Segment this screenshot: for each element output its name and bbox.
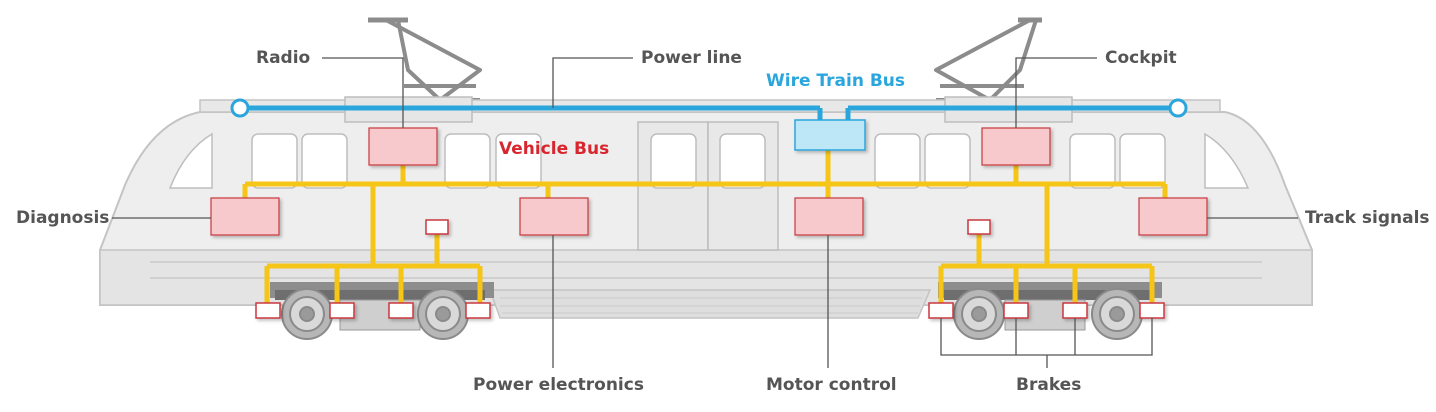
brake-unit <box>329 302 355 319</box>
radio-label: Radio <box>256 48 311 68</box>
power-electronics-label: Power electronics <box>473 375 644 395</box>
wire-train-bus <box>230 98 1188 122</box>
power-electronics-unit <box>519 197 589 236</box>
callout-lines <box>112 57 1298 368</box>
wire-train-bus-label: Wire Train Bus <box>766 71 906 91</box>
train-windows <box>168 132 1250 189</box>
motor-control-label: Motor control <box>766 375 897 395</box>
track-signals-unit <box>1138 197 1208 236</box>
brake-unit <box>388 302 414 319</box>
diagnosis-unit <box>210 197 280 236</box>
wire-train-bus-gateway <box>794 119 866 151</box>
power-line-label: Power line <box>641 48 742 68</box>
vehicle-bus <box>242 150 1168 303</box>
brake-unit <box>465 302 491 319</box>
pantograph-left <box>368 17 482 102</box>
brake-unit <box>1139 302 1165 319</box>
cockpit-label: Cockpit <box>1105 48 1177 68</box>
brake-unit <box>928 302 954 319</box>
track-signals-label: Track signals <box>1305 208 1430 228</box>
brake-unit <box>255 302 281 319</box>
radio-unit <box>368 127 438 166</box>
cockpit-unit <box>981 127 1051 166</box>
pantograph-right <box>934 17 1042 102</box>
bogie-left <box>270 282 494 340</box>
control-units <box>210 127 1208 236</box>
brake-unit <box>1062 302 1088 319</box>
diagnosis-label: Diagnosis <box>16 208 110 228</box>
motor-control-unit <box>794 197 864 236</box>
bogie-right <box>938 282 1162 340</box>
brake-unit <box>1003 302 1029 319</box>
brakes-label: Brakes <box>1016 375 1082 395</box>
vehicle-bus-label: Vehicle Bus <box>499 139 610 159</box>
